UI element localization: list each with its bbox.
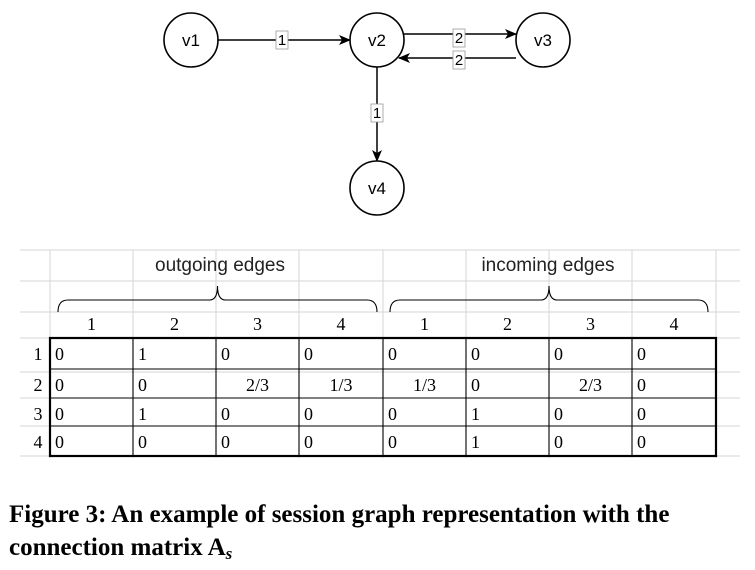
matrix-cell-r3-c2: 1 [138,404,147,424]
row-header-3: 3 [34,404,43,424]
matrix-cell-r3-c6: 1 [471,404,480,424]
edge-label-box-v2-v4 [370,103,384,123]
matrix-cell-r1-c4: 0 [304,344,313,364]
row-header-4: 4 [34,432,43,452]
matrix-cell-r2-c3: 2/3 [246,375,269,395]
column-header-2: 2 [170,314,179,334]
graph-edges: 1 2 2 1 [218,28,517,162]
matrix-cell-r1-c1: 0 [55,344,64,364]
incoming-edges-brace [389,285,709,313]
matrix-cell-r2-c7: 2/3 [579,375,602,395]
figure-caption: Figure 3: An example of session graph re… [9,498,749,570]
matrix-cell-r3-c4: 0 [304,404,313,424]
matrix-cell-r4-c1: 0 [55,432,64,452]
matrix-cell-r1-c5: 0 [388,344,397,364]
row-header-2: 2 [34,375,43,395]
matrix-cell-r3-c5: 0 [388,404,397,424]
matrix-cell-r4-c3: 0 [221,432,230,452]
node-v1 [163,12,219,68]
edge-label-box-v3-v2 [452,50,466,70]
caption-subscript: s [225,544,233,563]
node-label-v1: v1 [182,31,200,50]
edge-label-box-v1-v2 [275,30,289,50]
edge-label-v1-v2: 1 [278,32,286,49]
connection-matrix-table: outgoing edges incoming edges 1 2 3 4 1 2 3 4 1… [20,249,740,458]
column-headers: 1 2 3 4 1 2 3 4 [87,314,679,334]
matrix-cell-r3-c3: 0 [221,404,230,424]
group-braces [57,285,709,313]
matrix-cell-r4-c7: 0 [554,432,563,452]
matrix-cell-r1-c2: 1 [138,344,147,364]
matrix-cell-r3-c8: 0 [637,404,646,424]
matrix-cell-r2-c8: 0 [637,375,646,395]
matrix-cells: 0 1 0 0 0 0 0 0 0 0 2/3 1/3 1/3 0 2/3 0 0 1 0 0 0 1 0 0 0 0 0 0 0 1 0 0 [55,344,646,452]
outgoing-edges-label: outgoing edges [155,255,285,276]
incoming-edges-label: incoming edges [481,255,614,276]
matrix-cell-r2-c2: 0 [138,375,147,395]
matrix-cell-r4-c8: 0 [637,432,646,452]
edge-label-box-v2-v3 [452,28,466,48]
node-v4 [349,160,405,216]
edge-label-v2-v4: 1 [373,105,381,122]
column-header-5: 1 [420,314,429,334]
matrix-cell-r1-c3: 0 [221,344,230,364]
row-header-1: 1 [34,344,43,364]
node-v3 [515,12,571,68]
node-v2 [349,12,405,68]
session-graph: 1 2 2 1 v1 v2 v3 v4 [163,12,571,216]
column-header-8: 4 [670,314,679,334]
matrix-cell-r1-c8: 0 [637,344,646,364]
matrix-cell-r4-c2: 0 [138,432,147,452]
column-header-6: 2 [503,314,512,334]
node-label-v3: v3 [534,31,552,50]
node-label-v2: v2 [368,31,386,50]
column-header-4: 4 [337,314,346,334]
row-headers: 1 2 3 4 [34,344,43,452]
graph-nodes: v1 v2 v3 v4 [163,12,571,216]
matrix-cell-r2-c5: 1/3 [413,375,436,395]
matrix-cell-r3-c1: 0 [55,404,64,424]
matrix-cell-r2-c1: 0 [55,375,64,395]
node-label-v4: v4 [368,179,386,198]
matrix-cell-r1-c7: 0 [554,344,563,364]
column-header-7: 3 [586,314,595,334]
matrix-cell-r4-c4: 0 [304,432,313,452]
matrix-lines [48,336,718,458]
matrix-cell-r2-c4: 1/3 [329,375,352,395]
edge-label-v2-v3: 2 [455,30,463,47]
column-header-3: 3 [253,314,262,334]
matrix-cell-r3-c7: 0 [554,404,563,424]
matrix-cell-r4-c5: 0 [388,432,397,452]
column-header-1: 1 [87,314,96,334]
caption-text: Figure 3: An example of session graph re… [9,501,670,561]
edge-label-v3-v2: 2 [455,52,463,69]
outgoing-edges-brace [57,285,378,313]
matrix-cell-r2-c6: 0 [471,375,480,395]
matrix-cell-r4-c6: 1 [471,432,480,452]
matrix-cell-r1-c6: 0 [471,344,480,364]
